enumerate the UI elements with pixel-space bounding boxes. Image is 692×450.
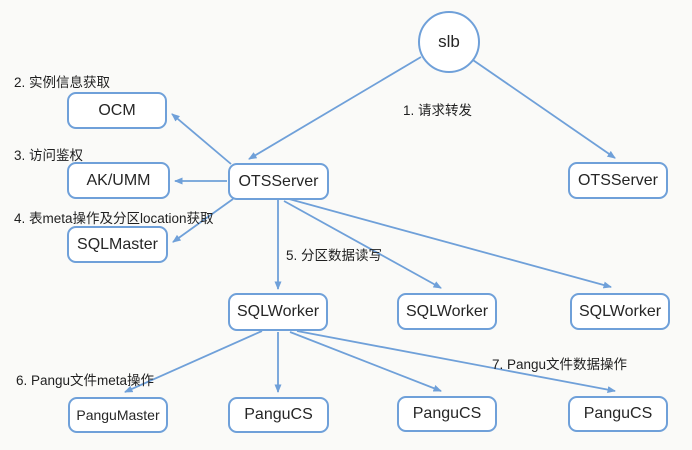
edge-label-pangu-file-meta: 6. Pangu文件meta操作 <box>16 373 155 388</box>
edge-otsserver-to-sqlworker2 <box>283 200 442 289</box>
node-sqlworker-3: SQLWorker <box>570 293 670 330</box>
node-pangucs-1: PanguCS <box>228 397 329 433</box>
edge-otsserver-to-ocm <box>171 113 232 165</box>
edge-slb-to-otsserver-main <box>248 56 422 160</box>
edge-sqlworker1-to-pangucs2 <box>289 331 442 392</box>
edge-label-partition-data-rw: 5. 分区数据读写 <box>286 248 383 263</box>
node-pangucs-3: PanguCS <box>568 396 668 432</box>
edge-otsserver-to-sqlworker3 <box>288 198 612 289</box>
node-pangucs-2: PanguCS <box>397 396 497 432</box>
edge-label-access-auth: 3. 访问鉴权 <box>14 148 84 163</box>
node-sqlworker-2: SQLWorker <box>397 293 497 330</box>
node-otsserver-right: OTSServer <box>568 162 668 199</box>
node-sqlworker-1: SQLWorker <box>228 293 328 331</box>
edge-label-pangu-file-data: 7. Pangu文件数据操作 <box>492 357 628 372</box>
node-sqlmaster: SQLMaster <box>67 226 168 263</box>
edge-sqlworker1-to-pangumaster <box>124 330 263 393</box>
node-ak-umm: AK/UMM <box>67 162 170 199</box>
edge-label-request-forward: 1. 请求转发 <box>403 103 473 118</box>
node-ocm: OCM <box>67 92 167 129</box>
edge-label-table-meta-location: 4. 表meta操作及分区location获取 <box>14 211 214 226</box>
node-pangumaster: PanguMaster <box>68 397 168 433</box>
edge-otsserver-to-sqlmaster <box>172 198 234 243</box>
edge-label-instance-info: 2. 实例信息获取 <box>14 75 111 90</box>
edge-slb-to-otsserver-right <box>469 57 616 159</box>
edge-sqlworker1-to-pangucs3 <box>296 330 616 394</box>
node-otsserver-main: OTSServer <box>228 163 329 200</box>
node-slb: slb <box>418 11 480 73</box>
